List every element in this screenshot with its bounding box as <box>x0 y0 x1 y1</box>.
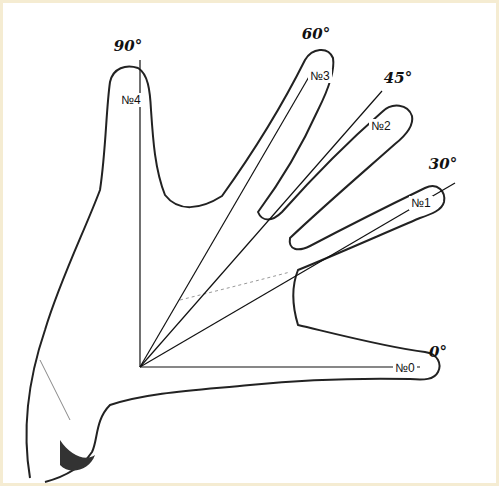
finger-number: №4 <box>119 93 143 107</box>
angle-line-45 <box>140 91 382 367</box>
finger-number: №2 <box>369 119 393 133</box>
finger-number: №1 <box>409 196 433 210</box>
angle-label: 90° <box>114 39 142 54</box>
finger-number: №3 <box>308 69 332 83</box>
angle-label: 30° <box>429 157 457 172</box>
palm-crease <box>180 272 290 300</box>
angle-label: 0° <box>429 345 447 360</box>
hand-shading <box>40 360 70 420</box>
wrist-shadow <box>60 440 95 471</box>
finger-number: №0 <box>393 361 417 375</box>
angle-line-30 <box>140 183 455 367</box>
angle-label: 45° <box>384 71 412 86</box>
angle-label: 60° <box>302 27 330 42</box>
angle-lines <box>140 60 455 367</box>
angle-line-60 <box>140 75 310 367</box>
angle-line-0 <box>140 366 420 367</box>
hand-outline <box>26 50 444 482</box>
